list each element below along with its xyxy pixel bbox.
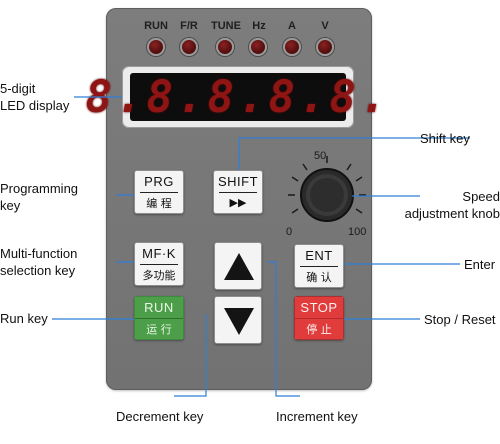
prg-button[interactable]: PRG 编 程	[134, 170, 184, 214]
prg-button-sublabel: 编 程	[140, 191, 178, 214]
knob-scale-min: 0	[286, 226, 293, 238]
callout-decrement-key: Decrement key	[116, 409, 204, 424]
run-button-label: RUN	[135, 297, 183, 318]
prg-button-label: PRG	[144, 173, 174, 189]
callout-run-key: Run key	[0, 311, 48, 326]
mf-k-button-sublabel: 多功能	[140, 263, 178, 286]
decrement-button[interactable]	[214, 296, 262, 344]
mf-k-button-label: MF·K	[142, 245, 176, 261]
stop-button-sublabel: 停 止	[295, 317, 343, 339]
stop-reset-button[interactable]: STOP 停 止	[294, 296, 344, 340]
speed-adjustment-knob[interactable]	[282, 150, 372, 240]
led-display: 8.8.8.8.8.	[86, 66, 387, 128]
callout-speed-knob: Speed adjustment knob	[404, 189, 500, 221]
indicator-label-tune: TUNE	[211, 20, 241, 32]
indicator-label-fr: F/R	[180, 20, 198, 32]
indicator-label-a: A	[288, 20, 296, 32]
a-indicator-led	[283, 38, 301, 56]
led-digits: 8.8.8.8.8.	[85, 71, 391, 123]
led-display-window: 8.8.8.8.8.	[86, 72, 387, 123]
run-button[interactable]: RUN 运 行	[134, 296, 184, 340]
knob-dial	[288, 156, 366, 222]
callout-led-display: 5-digit LED display	[0, 81, 70, 113]
callout-stop-reset-key: Stop / Reset	[424, 312, 496, 327]
indicator-label-v: V	[321, 20, 329, 32]
fr-indicator-led	[180, 38, 198, 56]
ent-button-label: ENT	[305, 247, 333, 263]
ent-button[interactable]: ENT 确 认	[294, 244, 344, 288]
indicator-label-run: RUN	[144, 20, 168, 32]
indicator-label-hz: Hz	[252, 20, 266, 32]
triangle-up-icon	[224, 253, 254, 280]
increment-button[interactable]	[214, 242, 262, 290]
callout-programming-key: Programming key	[0, 181, 79, 213]
callout-shift-key: Shift key	[420, 131, 470, 146]
shift-button[interactable]: SHIFT ▶▶	[213, 170, 263, 214]
ent-button-sublabel: 确 认	[300, 265, 338, 288]
tune-indicator-led	[216, 38, 234, 56]
run-indicator-led	[147, 38, 165, 56]
shift-button-label: SHIFT	[217, 173, 259, 189]
callout-multifunction-key: Multi-function selection key	[0, 246, 78, 278]
mf-k-button[interactable]: MF·K 多功能	[134, 242, 184, 286]
v-indicator-led	[316, 38, 334, 56]
stop-button-label: STOP	[295, 297, 343, 318]
triangle-down-icon	[224, 308, 254, 335]
double-arrow-right-icon: ▶▶	[219, 191, 257, 214]
callout-enter-key: Enter	[464, 257, 496, 272]
callout-increment-key: Increment key	[276, 409, 358, 424]
knob-scale-max: 100	[348, 226, 367, 238]
hz-indicator-led	[249, 38, 267, 56]
knob-scale-mid: 50	[314, 150, 327, 162]
run-button-sublabel: 运 行	[135, 317, 183, 339]
